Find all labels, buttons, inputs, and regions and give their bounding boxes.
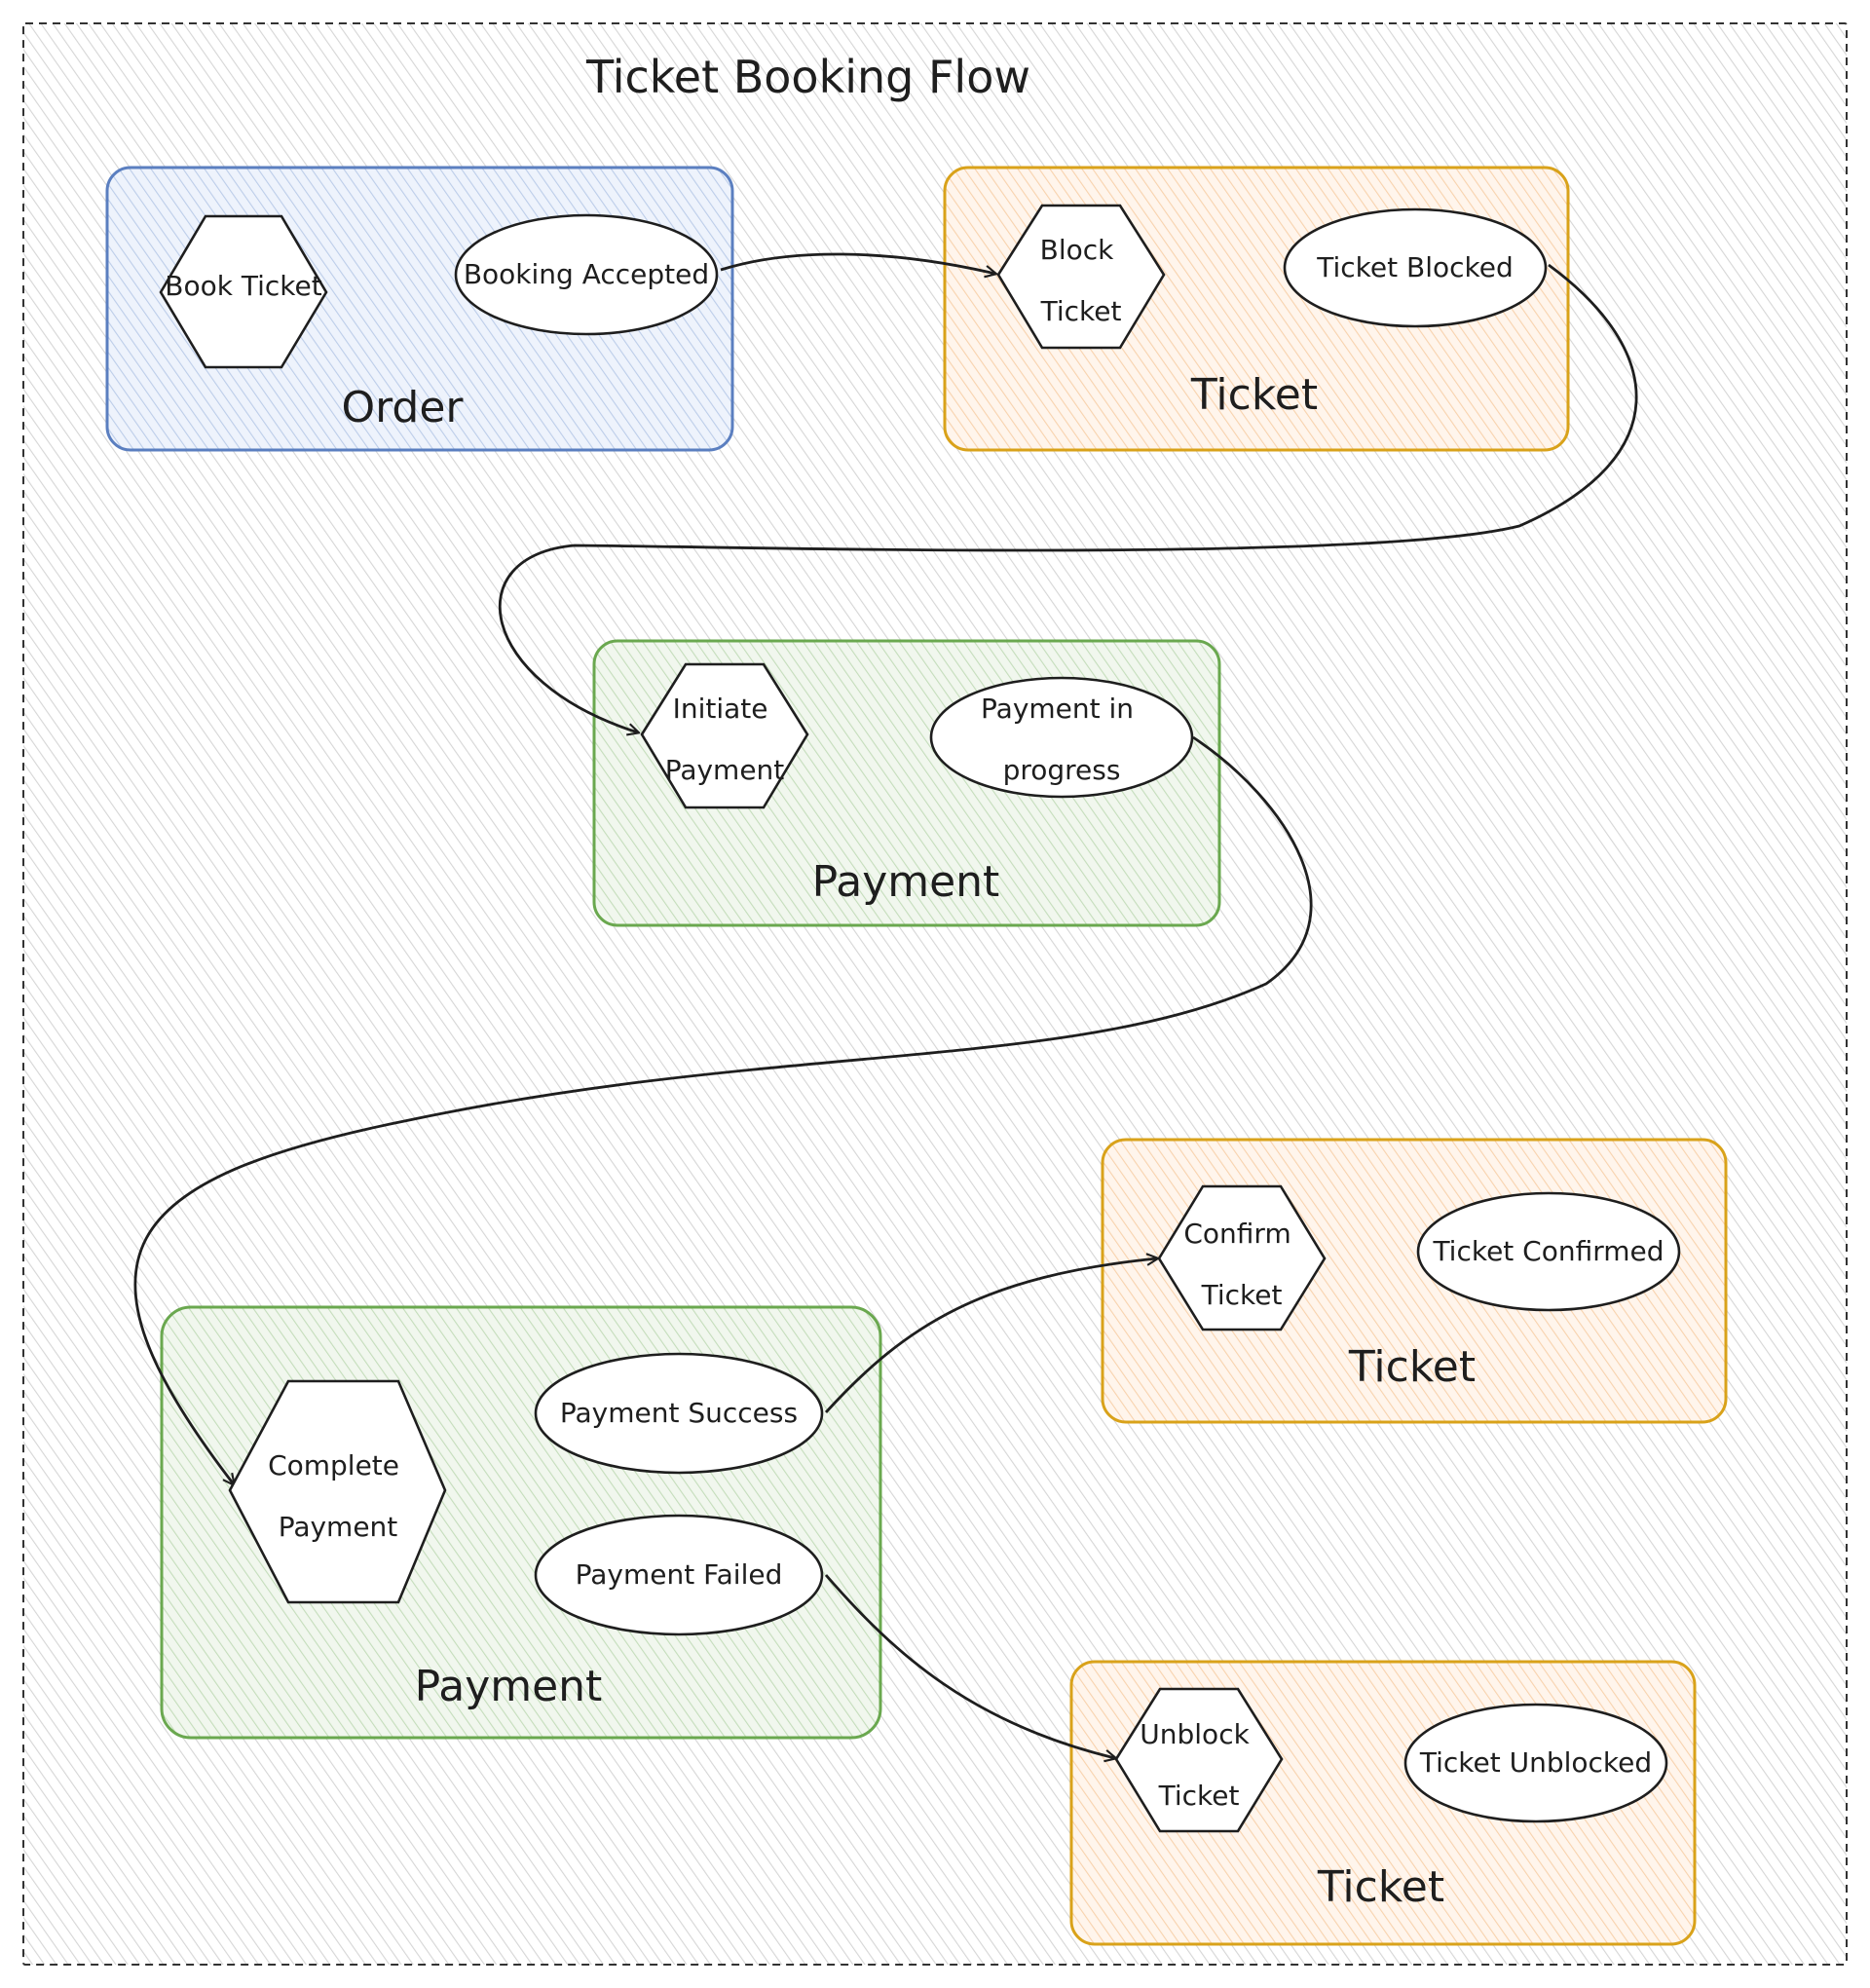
node-ticket-confirmed: Ticket Confirmed [1416, 1191, 1681, 1312]
block-ticket-label-line-1: Block [1040, 234, 1115, 266]
book-ticket-hexagon [159, 214, 328, 369]
node-ticket-blocked: Ticket Blocked [1283, 207, 1548, 328]
ticket-confirmed-ellipse [1416, 1191, 1681, 1312]
svg-text:Ticket Blocked: Ticket Blocked [1316, 251, 1513, 283]
node-unblock-ticket: Unblock Ticket [1114, 1687, 1284, 1833]
node-block-ticket: Block Ticket [996, 204, 1166, 350]
payment-failed-ellipse [534, 1514, 824, 1636]
node-payment-success: Payment Success [534, 1352, 824, 1475]
edge-ticket-blocked-to-initiate-payment [498, 263, 1638, 732]
group-payment-completion-label: Payment [415, 1662, 603, 1711]
ticket-blocked-ellipse [1283, 207, 1548, 328]
node-ticket-unblocked: Ticket Unblocked [1403, 1703, 1668, 1823]
svg-text:Block Ticket: Block Ticket [1040, 234, 1123, 327]
svg-text:Ticket Unblocked: Ticket Unblocked [1419, 1746, 1652, 1779]
ticket-blocked-label: Ticket Blocked [1316, 251, 1513, 283]
edge-payment-in-progress-to-complete-payment [133, 735, 1313, 1484]
payment-failed-label: Payment Failed [576, 1558, 783, 1591]
complete-payment-label-line-1: Complete [268, 1449, 399, 1482]
ticket-unblocked-ellipse [1403, 1703, 1668, 1823]
node-book-ticket: Book Ticket [159, 214, 328, 369]
confirm-ticket-label-line-1: Confirm [1183, 1218, 1290, 1250]
group-payment-initiation-label: Payment [812, 857, 1000, 907]
block-ticket-label-line-2: Ticket [1040, 295, 1122, 327]
svg-text:Payment in progress: Payment in progress [981, 693, 1142, 786]
complete-payment-label-line-2: Payment [279, 1511, 398, 1543]
node-initiate-payment: Initiate Payment [640, 662, 809, 809]
svg-text:Complete Payment: Complete Payment [268, 1449, 408, 1543]
unblock-ticket-label-line-1: Unblock [1140, 1718, 1250, 1750]
complete-payment-hexagon [228, 1379, 447, 1604]
payment-success-ellipse [534, 1352, 824, 1475]
payment-in-progress-ellipse [929, 676, 1194, 799]
book-ticket-label: Book Ticket [165, 270, 321, 302]
svg-text:Ticket Confirmed: Ticket Confirmed [1432, 1235, 1664, 1267]
payment-success-label: Payment Success [560, 1397, 798, 1429]
confirm-ticket-label-line-2: Ticket [1201, 1279, 1283, 1311]
ticket-confirmed-label: Ticket Confirmed [1432, 1235, 1664, 1267]
svg-text:Payment Success: Payment Success [560, 1397, 798, 1429]
node-complete-payment: Complete Payment [228, 1379, 447, 1604]
booking-accepted-label: Booking Accepted [464, 258, 709, 290]
group-ticket-confirmation-label: Ticket [1348, 1342, 1476, 1392]
ticket-unblocked-label: Ticket Unblocked [1419, 1746, 1652, 1779]
svg-text:Booking Accepted: Booking Accepted [464, 258, 709, 290]
edges [133, 252, 1638, 1758]
edge-payment-success-to-confirm-ticket [824, 1258, 1157, 1413]
svg-text:Payment Failed: Payment Failed [576, 1558, 783, 1591]
confirm-ticket-hexagon [1157, 1184, 1327, 1332]
svg-text:Unblock Ticket: Unblock Ticket [1140, 1718, 1257, 1812]
node-confirm-ticket: Confirm Ticket [1157, 1184, 1327, 1332]
block-ticket-hexagon [996, 204, 1166, 350]
diagram-title: Ticket Booking Flow [585, 51, 1030, 103]
payment-in-progress-label-line-2: progress [1003, 754, 1121, 786]
initiate-payment-hexagon [640, 662, 809, 809]
group-ticket-unblocking-label: Ticket [1317, 1862, 1444, 1912]
initiate-payment-label-line-2: Payment [665, 754, 785, 786]
group-order-label: Order [341, 383, 464, 432]
booking-accepted-ellipse [454, 213, 719, 336]
initiate-payment-label-line-1: Initiate [673, 693, 768, 725]
edge-booking-accepted-to-block-ticket [720, 252, 995, 274]
node-payment-failed: Payment Failed [534, 1514, 824, 1636]
group-ticket-blocking-label: Ticket [1190, 370, 1318, 420]
node-payment-in-progress: Payment in progress [929, 676, 1194, 799]
payment-in-progress-label-line-1: Payment in [981, 693, 1134, 725]
node-booking-accepted: Booking Accepted [454, 213, 719, 336]
svg-text:Book Ticket: Book Ticket [165, 270, 321, 302]
svg-text:Confirm Ticket: Confirm Ticket [1183, 1218, 1299, 1311]
edge-payment-failed-to-unblock-ticket [824, 1574, 1115, 1758]
svg-text:Initiate Payment: Initiate Payment [665, 693, 785, 786]
unblock-ticket-label-line-2: Ticket [1158, 1780, 1240, 1812]
unblock-ticket-hexagon [1114, 1687, 1284, 1833]
